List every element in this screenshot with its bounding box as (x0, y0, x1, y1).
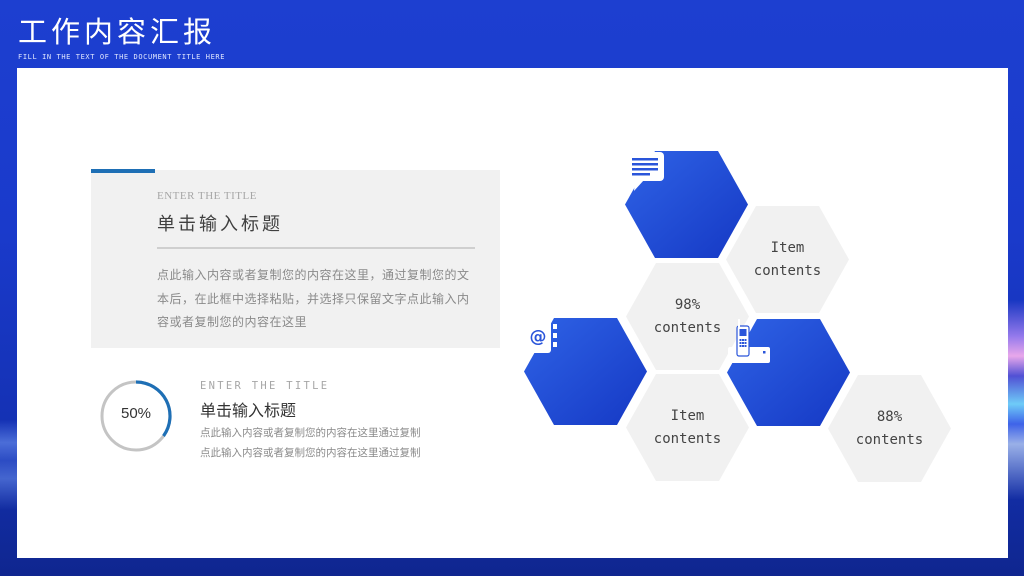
hex-line: contents (653, 430, 722, 447)
card-body-line: 本后，在此框中选择粘贴，并选择只保留文字点此输入内 (157, 291, 470, 306)
section2-line[interactable]: 点此输入内容或者复制您的内容在这里通过复制 (200, 427, 421, 439)
section2-title[interactable]: 单击输入标题 (200, 401, 297, 420)
hex-line: 88% (876, 408, 903, 425)
address-book-at-icon: @ (525, 319, 557, 353)
hex-line: contents (653, 319, 722, 336)
card-divider (157, 247, 475, 249)
hex-line: Item (770, 239, 805, 256)
svg-text:@: @ (530, 327, 547, 347)
section2-line[interactable]: 点此输入内容或者复制您的内容在这里通过复制 (200, 447, 421, 459)
hex-88-percent[interactable]: 88% contents (828, 375, 951, 482)
card-body-line: 容或者复制您的内容在这里 (157, 315, 308, 329)
chat-bubble-icon (626, 152, 664, 191)
hex-line: 98% (674, 296, 701, 313)
card-eyebrow: ENTER THE TITLE (157, 190, 257, 202)
hex-item-contents-2[interactable]: Item contents (626, 374, 749, 481)
hex-chat[interactable] (625, 151, 748, 258)
page-title: 工作内容汇报 (18, 15, 217, 49)
card-body-line: 点此输入内容或者复制您的内容在这里，通过复制您的文 (157, 268, 470, 282)
progress-ring (100, 380, 172, 452)
hex-line: contents (753, 262, 822, 279)
hex-item-contents-1[interactable]: Item contents (726, 206, 849, 313)
hex-98-percent[interactable]: 98% contents (626, 263, 749, 370)
card-title[interactable]: 单击输入标题 (157, 214, 283, 235)
text-card (91, 170, 500, 348)
hex-phone[interactable] (727, 319, 850, 426)
card-body[interactable]: 点此输入内容或者复制您的内容在这里，通过复制您的文 本后，在此框中选择粘贴，并选… (157, 264, 493, 335)
hex-email[interactable]: @ (524, 318, 647, 425)
section2-eyebrow: ENTER THE TITLE (200, 380, 330, 392)
hex-line: Item (670, 407, 705, 424)
card-accent-bar (91, 169, 155, 173)
progress-label: 50% (120, 405, 152, 422)
background-light-streaks-left (0, 420, 17, 510)
hex-line: contents (855, 431, 924, 448)
page-subtitle: FILL IN THE TEXT OF THE DOCUMENT TITLE H… (18, 53, 226, 61)
cordless-phone-icon (728, 319, 770, 363)
